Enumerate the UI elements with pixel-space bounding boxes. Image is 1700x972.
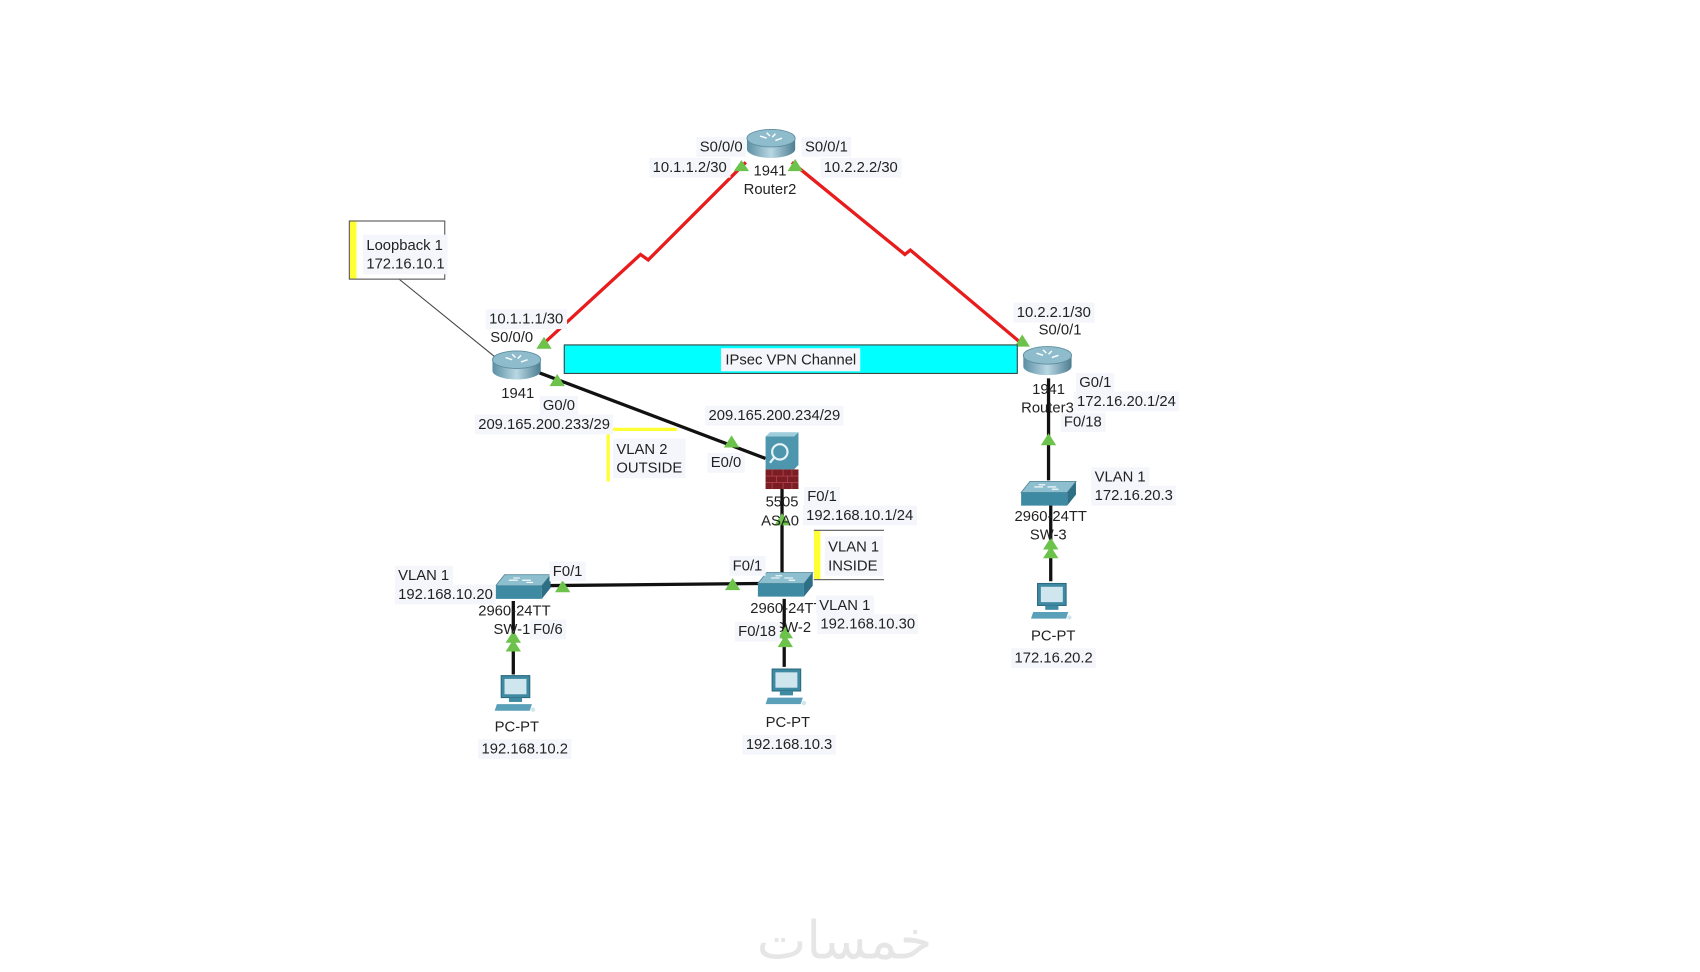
port-up-icon <box>536 336 552 349</box>
router2-s000-port: S0/0/0 <box>696 137 746 157</box>
asa-e00-ip: 209.165.200.234/29 <box>705 405 844 426</box>
sw2-ip: 192.168.10.30 <box>817 614 919 634</box>
port-up-icon <box>723 435 740 448</box>
inside-label: INSIDE <box>828 557 878 574</box>
asa-f01-ip: 192.168.10.1/24 <box>802 505 917 526</box>
router3-model: 1941 <box>1032 380 1066 398</box>
router1-model: 1941 <box>501 384 535 402</box>
watermark-logo: خمسات <box>756 910 933 972</box>
port-up-icon <box>733 160 750 172</box>
sw1-icon[interactable] <box>494 573 553 602</box>
inside-note[interactable]: VLAN 1 INSIDE <box>813 529 885 581</box>
sw1-model: 2960-24TT <box>478 602 551 619</box>
port-up-icon <box>1043 546 1059 559</box>
link-sw1-sw2[interactable] <box>539 581 760 588</box>
sw1-vlan: VLAN 1 <box>394 565 453 586</box>
pc1-type: PC-PT <box>494 718 540 735</box>
port-up-icon <box>777 626 793 639</box>
port-up-icon <box>505 639 521 652</box>
ipsec-vpn-channel[interactable]: IPsec VPN Channel <box>563 344 1018 375</box>
router3-g01-ip: 172.16.20.1/24 <box>1073 391 1180 412</box>
sw3-vlan: VLAN 1 <box>1091 467 1149 487</box>
serial-link-r2-r3[interactable] <box>790 161 1022 344</box>
port-status-indicators <box>505 159 1059 652</box>
pc3-type: PC-PT <box>1030 627 1076 644</box>
port-up-icon <box>724 578 741 591</box>
port-up-icon <box>1040 433 1057 446</box>
router2-model: 1941 <box>753 162 787 179</box>
pc2-ip: 192.168.10.3 <box>742 734 836 755</box>
loopback-ip: 172.16.10.1 <box>366 255 445 273</box>
sw3-router-port: F0/18 <box>1060 412 1106 433</box>
sw2-vlan: VLAN 1 <box>816 595 874 616</box>
router1-icon[interactable] <box>490 349 543 382</box>
port-up-icon <box>1043 537 1059 550</box>
inside-vlan: VLAN 1 <box>828 538 880 555</box>
outside-vlan: VLAN 2 <box>616 440 668 458</box>
inside-note-text: VLAN 1 INSIDE <box>824 536 883 576</box>
router2-s001-ip: 10.2.2.2/30 <box>820 157 902 178</box>
port-up-icon <box>787 159 803 172</box>
sw1-name: SW-1 <box>493 620 531 638</box>
port-up-icon <box>777 635 793 648</box>
router2-s000-ip: 10.1.1.2/30 <box>649 157 730 178</box>
router3-g01-port: G0/1 <box>1075 372 1115 393</box>
port-up-icon <box>774 513 790 526</box>
router1-g00-port: G0/0 <box>539 395 579 416</box>
router3-name: Router3 <box>1021 399 1074 416</box>
router3-s001-ip: 10.2.2.1/30 <box>1013 302 1095 323</box>
router1-g00-ip: 209.165.200.233/29 <box>474 414 614 435</box>
vpn-channel-label: IPsec VPN Channel <box>720 347 861 371</box>
port-up-icon <box>505 630 521 643</box>
pc1-icon[interactable] <box>492 673 536 717</box>
pc2-type: PC-PT <box>765 714 810 731</box>
sw2-pc-port: F0/18 <box>734 621 780 642</box>
router3-s001-port: S0/0/1 <box>1038 321 1082 338</box>
sw2-name: SW-2 <box>774 618 812 636</box>
asa-name: ASA0 <box>761 512 800 529</box>
pc2-icon[interactable] <box>763 667 807 711</box>
pc1-ip: 192.168.10.2 <box>478 739 572 759</box>
sw2-sw1-port: F0/1 <box>729 556 766 576</box>
asa-firewall-icon[interactable] <box>763 432 800 489</box>
pc3-icon[interactable] <box>1029 581 1073 625</box>
port-up-icon <box>1014 334 1030 347</box>
sw3-model: 2960-24TT <box>1014 507 1087 525</box>
port-up-icon <box>554 580 571 593</box>
router1-s000-ip: 10.1.1.1/30 <box>485 309 567 330</box>
sw1-pc-port: F0/6 <box>529 619 566 640</box>
outside-label: OUTSIDE <box>616 459 683 477</box>
router2-name: Router2 <box>743 180 797 198</box>
router1-s000-port: S0/0/0 <box>490 329 534 346</box>
sw1-uplink-port: F0/1 <box>549 561 586 582</box>
router3-icon[interactable] <box>1021 344 1074 377</box>
sw3-name: SW-3 <box>1029 526 1067 543</box>
asa-e00-port: E0/0 <box>707 452 745 473</box>
sw2-model: 2960-24TT <box>750 599 823 617</box>
sw3-icon[interactable] <box>1019 479 1078 508</box>
sw1-ip: 192.168.10.20 <box>394 584 497 605</box>
loopback-note-connector <box>396 277 497 358</box>
serial-link-r1-r2[interactable] <box>543 161 747 344</box>
loopback-label: Loopback 1 <box>366 236 443 254</box>
asa-f01-port: F0/1 <box>803 486 841 507</box>
port-up-icon <box>549 374 565 387</box>
pc3-ip: 172.16.20.2 <box>1011 648 1097 668</box>
sw3-ip: 172.16.20.3 <box>1091 485 1177 506</box>
asa-model: 5505 <box>765 493 799 511</box>
router2-s001-port: S0/0/1 <box>801 137 852 157</box>
router2-icon[interactable] <box>745 127 798 160</box>
